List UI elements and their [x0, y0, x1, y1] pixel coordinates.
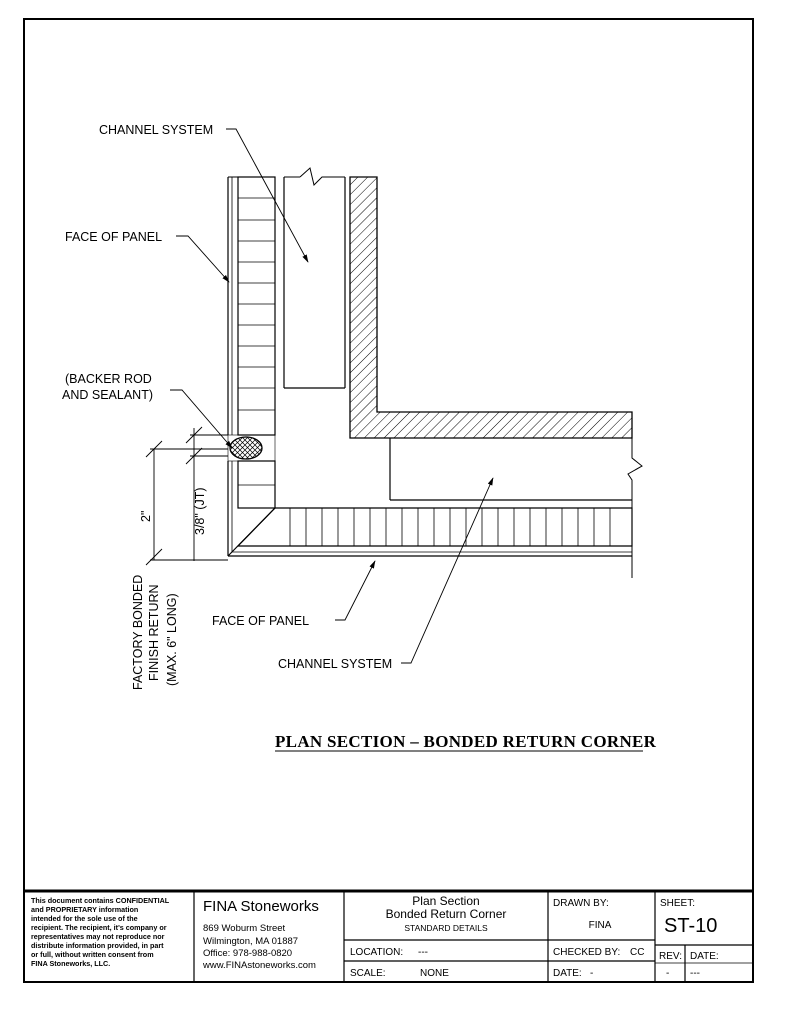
company-address-1: 869 Woburm Street	[203, 923, 286, 934]
sheet-number: ST-10	[664, 915, 717, 937]
bonded-return	[227, 460, 276, 557]
location-value: ---	[418, 947, 428, 958]
rev-value: -	[666, 968, 669, 979]
label-channel-system-top: CHANNEL SYSTEM	[99, 123, 213, 137]
date-label: DATE:	[553, 968, 582, 979]
checked-by-value: CC	[630, 947, 644, 958]
rev-date-label: DATE:	[690, 951, 719, 962]
vertical-panel	[227, 176, 276, 436]
confidential-line-2: and PROPRIETARY information	[31, 905, 138, 914]
section-drawing: CHANNEL SYSTEM FACE OF PANEL (BACKER ROD…	[62, 123, 657, 752]
confidential-line-8: FINA Stoneworks, LLC.	[31, 959, 110, 968]
sheet-title-1: Plan Section	[412, 894, 479, 908]
backer-rod-sealant	[227, 434, 276, 462]
drawn-by-label: DRAWN BY:	[553, 898, 609, 909]
title-block: This document contains CONFIDENTIAL and …	[24, 889, 753, 982]
label-dim-jt: 3/8" (JT)	[193, 488, 207, 536]
confidential-line-7: or full, without written consent from	[31, 950, 154, 959]
rev-date-value: ---	[690, 968, 700, 979]
scale-value: NONE	[420, 968, 449, 979]
leaders	[170, 128, 494, 664]
company-website: www.FINAstoneworks.com	[202, 960, 316, 971]
sheet-title-3: STANDARD DETAILS	[404, 923, 488, 933]
company-address-2: Wilmington, MA 01887	[203, 936, 298, 947]
confidential-line-1: This document contains CONFIDENTIAL	[31, 896, 170, 905]
label-channel-system-bottom: CHANNEL SYSTEM	[278, 657, 392, 671]
drawn-by-value: FINA	[589, 920, 612, 931]
label-factory-3: (MAX. 6" LONG)	[165, 593, 179, 686]
channel-system-vertical	[283, 167, 346, 389]
sheet-title-2: Bonded Return Corner	[386, 907, 507, 921]
checked-by-label: CHECKED BY:	[553, 947, 620, 958]
sheet-label: SHEET:	[660, 898, 695, 909]
confidential-line-6: distribute information provided, in part	[31, 941, 164, 950]
date-value: -	[590, 968, 593, 979]
label-face-of-panel-bottom: FACE OF PANEL	[212, 614, 309, 628]
backup-wall-hatch	[349, 176, 633, 439]
confidential-line-4: recipient. The recipient, it's company o…	[31, 923, 167, 932]
sheet-border	[23, 18, 754, 983]
rev-label: REV:	[659, 951, 682, 962]
company-office: Office: 978-988-0820	[203, 948, 292, 959]
dimension-lines	[145, 426, 228, 566]
label-face-of-panel-top: FACE OF PANEL	[65, 230, 162, 244]
label-backer-rod-1: (BACKER ROD	[65, 372, 152, 386]
label-factory-1: FACTORY BONDED	[131, 575, 145, 690]
channel-system-horizontal	[389, 438, 643, 501]
scale-label: SCALE:	[350, 968, 386, 979]
confidential-line-3: intended for the sole use of the	[31, 914, 138, 923]
label-backer-rod-2: AND SEALANT)	[62, 388, 153, 402]
label-dim-2: 2"	[139, 511, 153, 522]
label-factory-2: FINISH RETURN	[147, 584, 161, 681]
company-name: FINA Stoneworks	[203, 898, 319, 915]
location-label: LOCATION:	[350, 947, 403, 958]
confidential-line-5: representatives may not reproduce nor	[31, 932, 165, 941]
drawing-title: PLAN SECTION – BONDED RETURN CORNER	[275, 732, 657, 751]
horizontal-panel	[228, 500, 633, 578]
